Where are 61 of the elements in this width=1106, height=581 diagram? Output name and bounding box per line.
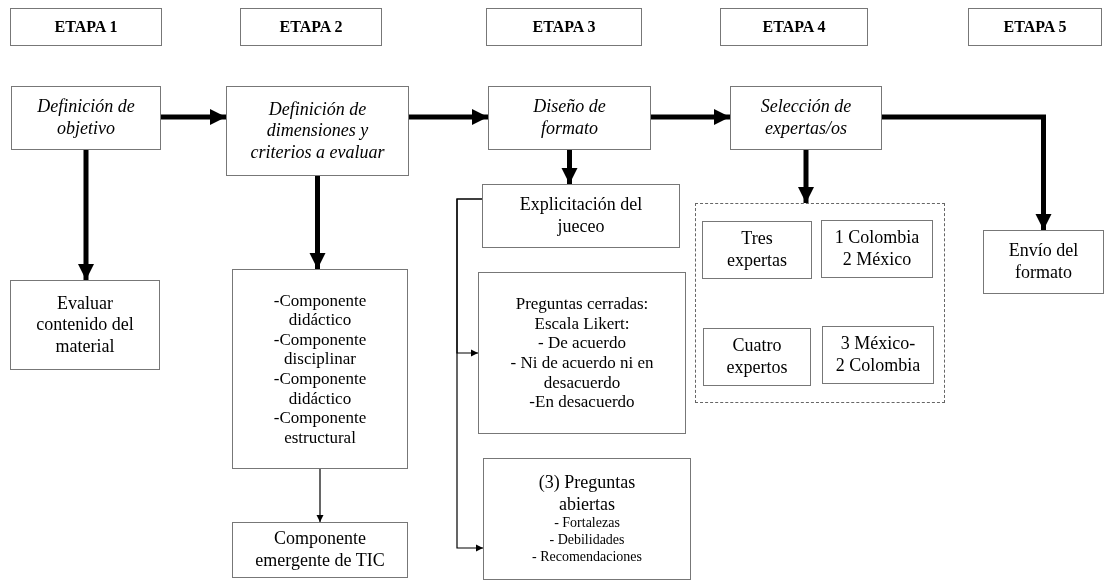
stage-header-box [968,8,1102,46]
process-box [488,86,651,150]
process-box [10,280,160,370]
node-text: - Debilidades [549,532,625,549]
node-text: ETAPA 1 [54,17,118,37]
node-text: Definición de dimensiones y criterios a evaluar [249,98,386,164]
node-text: -Componente disciplinar [272,329,368,369]
node-text: - De acuerdo [538,333,626,353]
process-box [822,326,934,384]
process-box [983,230,1104,294]
process-box [232,269,408,469]
arrow [309,176,326,269]
node-text: 1 Colombia 2 México [833,227,921,271]
process-box [226,86,409,176]
node-text: Escala Likert: [534,313,630,334]
node-text: - Recomendaciones [532,549,642,566]
node-text: Selección de expertas/os [759,96,853,140]
arrow [316,468,324,523]
node-text: - Fortalezas [554,515,620,533]
node-text: -Componente didáctico [272,369,368,409]
arrow [798,150,814,203]
node-text: Evaluar contenido del material [35,292,135,358]
process-box [482,184,680,248]
process-box [702,221,812,279]
arrow [456,198,484,552]
node-text: - Ni de acuerdo ni en desacuerdo [509,353,655,393]
process-box [483,458,691,580]
stage-header-box [720,8,868,46]
process-box [703,328,811,386]
node-text: ETAPA 2 [279,17,343,37]
process-box [232,522,408,578]
stage-header-box [10,8,162,46]
node-text: ETAPA 5 [1003,17,1067,37]
stage-header-box [240,8,382,46]
node-text: 3 México- 2 Colombia [835,333,921,377]
node-text: ETAPA 4 [762,17,826,37]
process-box [730,86,882,150]
node-text: (3) Preguntas abiertas [537,472,637,516]
node-text: Tres expertas [726,228,788,272]
node-text: Componente emergente de TIC [254,528,386,572]
arrow [161,109,226,125]
node-text: Envío del formato [1007,240,1080,284]
node-text: Explicitación del jueceo [518,194,644,238]
arrow [882,114,1052,230]
node-text: -Componente estructural [272,408,368,448]
stage-header-box [486,8,642,46]
node-text: -En desacuerdo [529,392,635,412]
arrow [561,150,578,184]
node-text: Cuatro expertos [725,335,789,379]
process-box [478,272,686,434]
arrow [651,109,730,125]
dashed-group-box [695,203,945,403]
node-text: -Componente didáctico [272,290,368,330]
process-box [11,86,161,150]
arrow [409,109,488,125]
node-text: Diseño de formato [532,96,607,140]
arrow [78,150,94,280]
node-text: Definición de objetivo [36,96,136,140]
node-text: ETAPA 3 [532,17,596,37]
process-box [821,220,933,278]
node-text: Preguntas cerradas: [515,294,649,314]
